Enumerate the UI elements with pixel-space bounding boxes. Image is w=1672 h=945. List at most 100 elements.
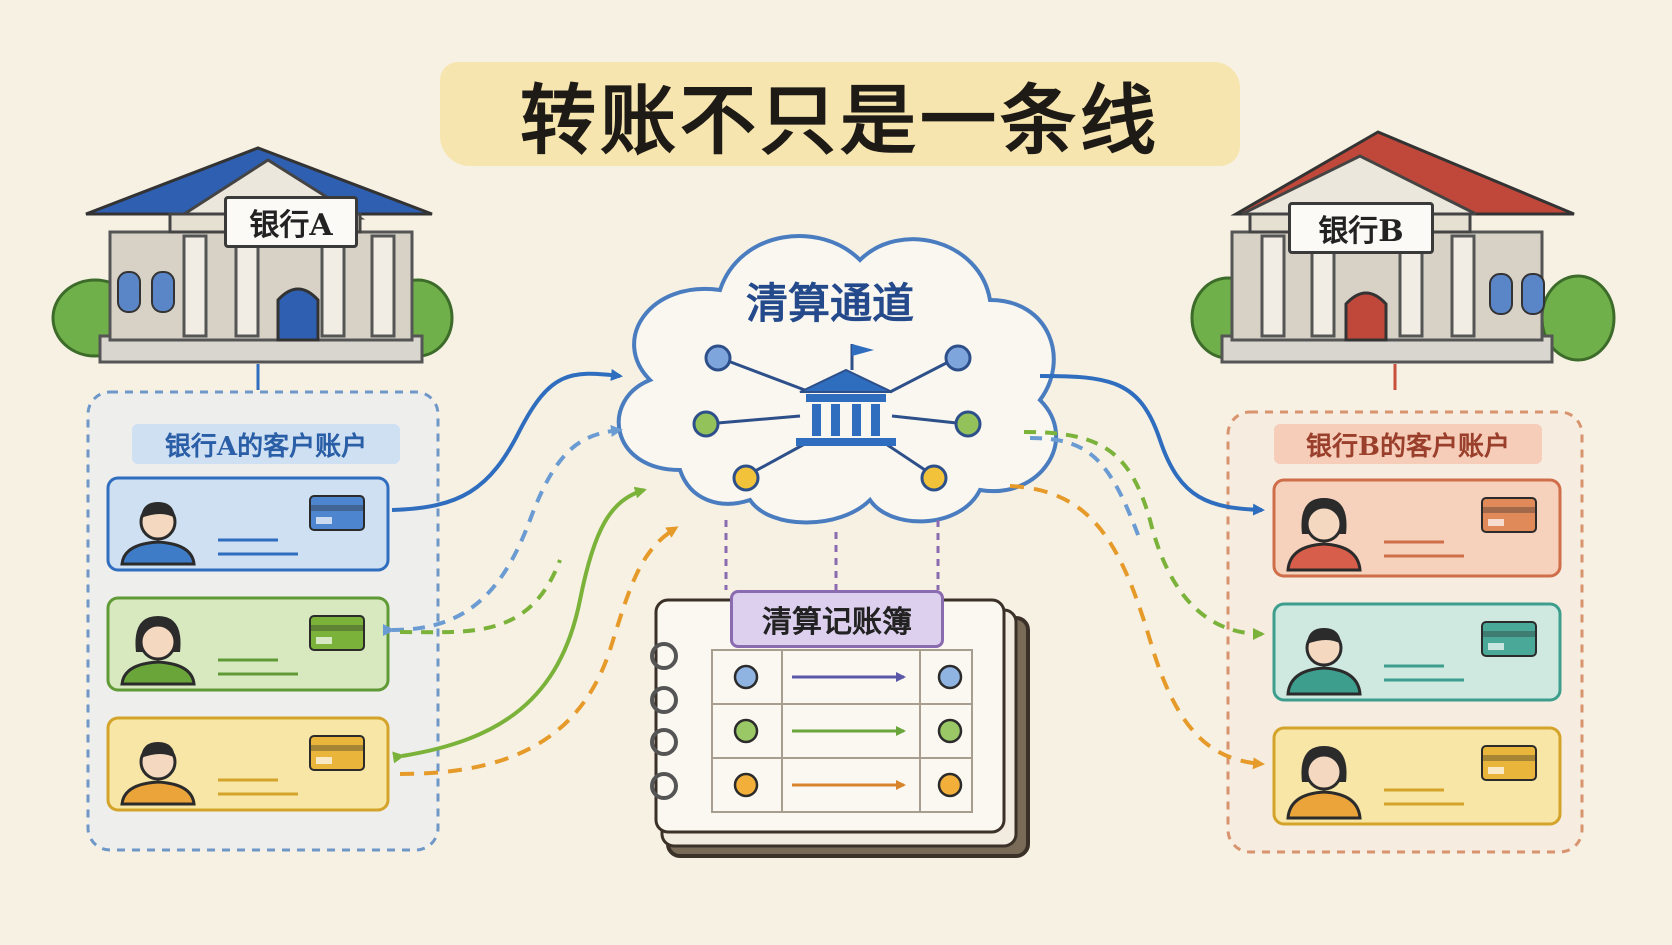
person-icon: [1286, 498, 1362, 572]
ledger-row: [733, 664, 963, 690]
notebook-rings: [650, 642, 678, 800]
card-icon-stripe: [1482, 631, 1536, 637]
person-head: [139, 623, 177, 661]
bank-a-building-icon: [51, 146, 454, 390]
bank-a-sign: 银行A: [224, 196, 358, 248]
column: [1450, 234, 1476, 338]
person-body: [120, 660, 196, 686]
ledger-table: [711, 649, 973, 813]
clearing-channel-label: 清算通道: [745, 278, 914, 328]
flow-arrow-dashed-orange-right: [1009, 484, 1265, 770]
ledger-row: [733, 718, 963, 744]
card-icon: [309, 615, 365, 651]
window: [151, 271, 175, 313]
card-icon-chip: [316, 637, 332, 644]
clearing-ledger-label: 清算记账簿: [730, 590, 944, 648]
bank-b-door: [1344, 291, 1388, 342]
ledger-rows: [733, 664, 963, 798]
bank-b-building-icon: [1190, 130, 1616, 390]
card-icon-chip: [1488, 767, 1504, 774]
column: [182, 234, 208, 338]
card-icon-body: [309, 495, 365, 531]
node: [704, 344, 732, 372]
card-icon-stripe: [310, 745, 364, 751]
card-icon-stripe: [310, 625, 364, 631]
person-body: [1286, 790, 1362, 820]
flow-arrow-dashed-orange-left: [399, 526, 679, 776]
person-head: [1305, 505, 1343, 543]
card-icon: [1481, 745, 1537, 781]
card-icon-chip: [1488, 519, 1504, 526]
bank-a-accounts-label: 银行A的客户账户: [132, 424, 400, 464]
institution-icon: [796, 344, 896, 446]
page-title: 转账不只是一条线: [520, 76, 1160, 165]
account-card: [106, 716, 390, 812]
bank-b-sign: 银行B: [1288, 202, 1434, 254]
bank-b-account-cards: [1272, 478, 1562, 826]
person-body: [1286, 542, 1362, 572]
account-card: [106, 476, 390, 572]
bank-a-door: [276, 287, 320, 342]
person-icon: [120, 502, 196, 566]
bank-a-wall: [108, 230, 414, 342]
card-icon-body: [309, 615, 365, 651]
flow-arrow-dashed-green-right: [1023, 430, 1265, 640]
person-body: [120, 780, 196, 806]
card-icon: [309, 495, 365, 531]
flow-arrow-green: [392, 486, 647, 764]
card-icon-stripe: [310, 505, 364, 511]
ledger-dot: [937, 772, 963, 798]
node: [732, 464, 760, 492]
account-card: [106, 596, 390, 692]
column: [234, 234, 260, 338]
title-highlight: [440, 62, 1240, 166]
clearing-ledger-notebook-icon: [650, 598, 1030, 858]
ledger-dot: [937, 718, 963, 744]
person-hair: [1307, 628, 1341, 644]
account-card: [1272, 602, 1562, 702]
person-hair: [141, 742, 175, 758]
card-icon: [309, 735, 365, 771]
person-hair: [141, 502, 175, 518]
card-icon: [1481, 497, 1537, 533]
node: [692, 410, 720, 438]
window: [1489, 273, 1513, 315]
person-icon: [120, 616, 196, 686]
card-icon-body: [1481, 745, 1537, 781]
window: [1521, 273, 1545, 315]
card-icon-stripe: [1482, 507, 1536, 513]
account-card: [1272, 726, 1562, 826]
clearing-channel-cloud-icon: [616, 234, 1059, 525]
person-icon: [120, 742, 196, 806]
node: [944, 344, 972, 372]
column: [320, 234, 346, 338]
column: [1260, 234, 1286, 338]
window: [117, 271, 141, 313]
card-icon-body: [309, 735, 365, 771]
ledger-row: [733, 772, 963, 798]
card-icon: [1481, 621, 1537, 657]
card-icon-stripe: [1482, 755, 1536, 761]
person-body: [120, 540, 196, 566]
ledger-dot: [733, 664, 759, 690]
node: [920, 464, 948, 492]
ledger-dot: [733, 772, 759, 798]
card-icon-body: [1481, 497, 1537, 533]
person-icon: [1286, 628, 1362, 696]
account-card: [1272, 478, 1562, 578]
node: [954, 410, 982, 438]
cloud-ledger-connectors: [724, 520, 940, 590]
card-icon-body: [1481, 621, 1537, 657]
flow-arrow-channel-to-b: [1039, 374, 1265, 516]
card-icon-chip: [316, 517, 332, 524]
bank-a-account-cards: [106, 476, 390, 812]
ledger-dot: [937, 664, 963, 690]
flow-arrow-dashed-blue-right: [1029, 436, 1142, 541]
person-icon: [1286, 746, 1362, 820]
person-body: [1286, 666, 1362, 696]
card-icon-chip: [316, 757, 332, 764]
card-icon-chip: [1488, 643, 1504, 650]
ledger-dot: [733, 718, 759, 744]
